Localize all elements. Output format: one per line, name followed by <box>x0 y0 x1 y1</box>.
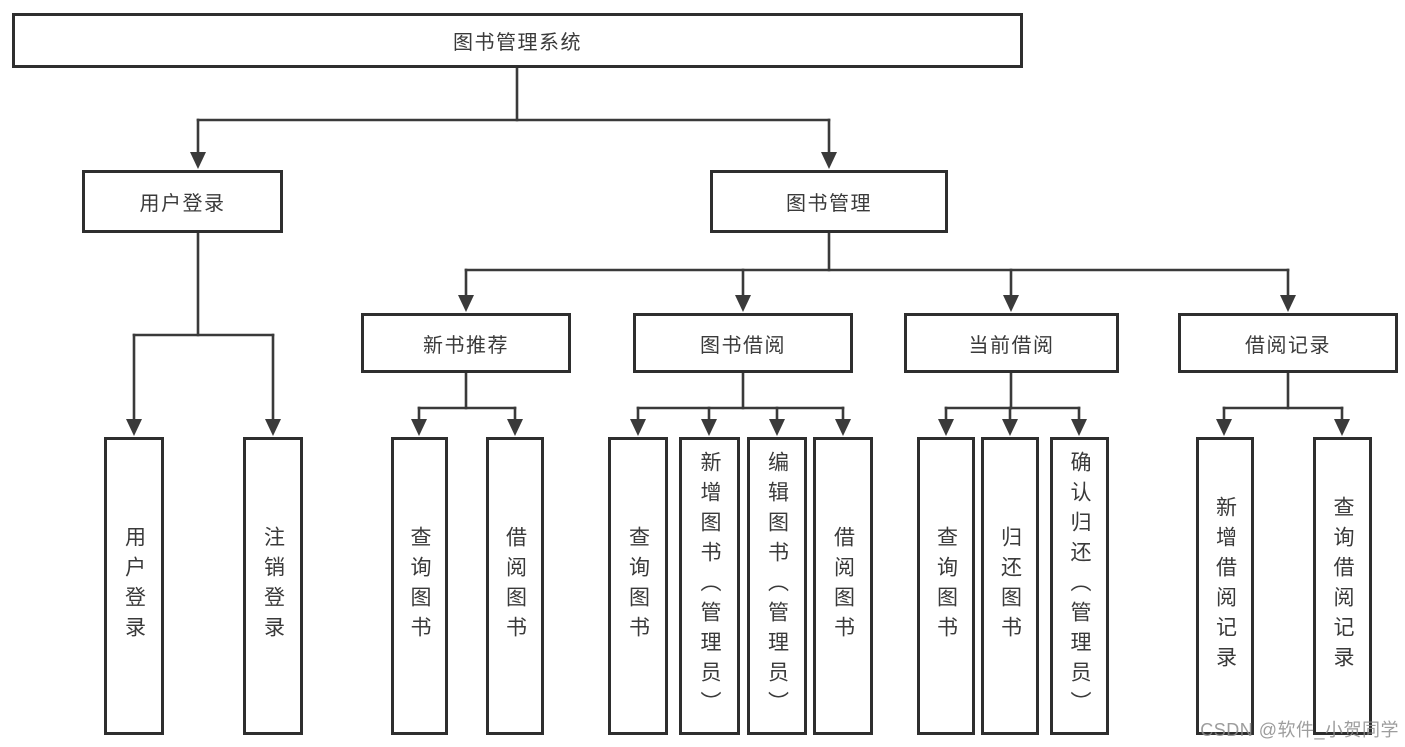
node-label: 图书管理 <box>786 193 872 215</box>
node-cb-return-books: 归还图书 <box>981 437 1039 735</box>
node-label: 用户登录 <box>139 193 226 215</box>
node-book-borrowing: 图书借阅 <box>633 313 853 373</box>
node-label: 查询图书 <box>626 526 650 646</box>
node-cb-confirm-return-admin: 确认归还（管理员） <box>1050 437 1109 735</box>
node-bb-edit-books-admin: 编辑图书（管理员） <box>747 437 807 735</box>
node-label: 查询借阅记录 <box>1331 496 1354 676</box>
node-user-login: 用户登录 <box>82 170 283 233</box>
node-br-add-record: 新增借阅记录 <box>1196 437 1254 735</box>
node-label: 新增借阅记录 <box>1213 496 1237 676</box>
node-user-login-leaf: 用户登录 <box>104 437 164 735</box>
node-label: 归还图书 <box>998 526 1022 646</box>
node-cb-query-books: 查询图书 <box>917 437 975 735</box>
node-rec-borrow-books: 借阅图书 <box>486 437 544 735</box>
node-label: 注销登录 <box>261 526 285 646</box>
node-library-management-system: 图书管理系统 <box>12 13 1023 68</box>
node-logout-login: 注销登录 <box>243 437 303 735</box>
node-label: 图书借阅 <box>700 334 786 357</box>
node-new-book-recommendation: 新书推荐 <box>361 313 571 373</box>
csdn-watermark: CSDN @软件_小贺同学 <box>1200 720 1399 740</box>
node-label: 用户登录 <box>122 526 146 646</box>
node-label: 借阅图书 <box>503 526 527 646</box>
node-label: 查询图书 <box>934 526 958 646</box>
node-label: 确认归还（管理员） <box>1068 451 1091 721</box>
node-rec-query-books: 查询图书 <box>391 437 448 735</box>
node-label: 查询图书 <box>408 526 431 646</box>
node-bb-add-books-admin: 新增图书（管理员） <box>679 437 740 735</box>
node-br-query-record: 查询借阅记录 <box>1313 437 1372 735</box>
node-book-management: 图书管理 <box>710 170 948 233</box>
node-bb-borrow-books: 借阅图书 <box>813 437 873 735</box>
node-borrowing-records: 借阅记录 <box>1178 313 1398 373</box>
node-label: 借阅记录 <box>1245 334 1331 357</box>
node-label: 图书管理系统 <box>453 32 582 54</box>
node-current-borrowing: 当前借阅 <box>904 313 1119 373</box>
node-label: 新书推荐 <box>423 334 509 357</box>
node-label: 当前借阅 <box>968 334 1055 357</box>
node-label: 借阅图书 <box>831 526 855 646</box>
node-label: 编辑图书（管理员） <box>765 451 789 721</box>
node-label: 新增图书（管理员） <box>698 451 721 721</box>
node-bb-query-books: 查询图书 <box>608 437 668 735</box>
